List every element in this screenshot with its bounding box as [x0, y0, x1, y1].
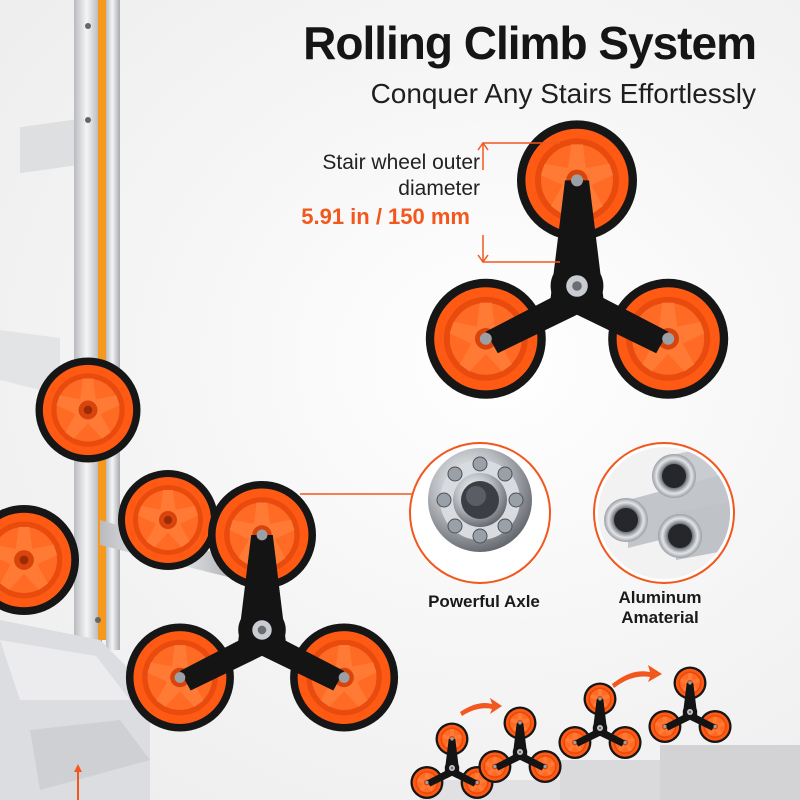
bearing-icon [409, 442, 551, 584]
page-title: Rolling Climb System [303, 17, 757, 69]
stair-steps [420, 745, 800, 800]
dimension-label: Stair wheel outer diameter [322, 151, 480, 200]
aluminum-tubes-icon [593, 442, 735, 584]
page-subtitle: Conquer Any Stairs Effortlessly [370, 78, 756, 109]
motion-arrows [460, 665, 662, 716]
feature-label-axle: Powerful Axle [428, 592, 540, 611]
dimension-value: 5.91 in / 150 mm [301, 204, 470, 229]
dimension-arrows [477, 141, 560, 264]
feature-label-aluminum: Aluminum Amaterial [618, 588, 702, 627]
